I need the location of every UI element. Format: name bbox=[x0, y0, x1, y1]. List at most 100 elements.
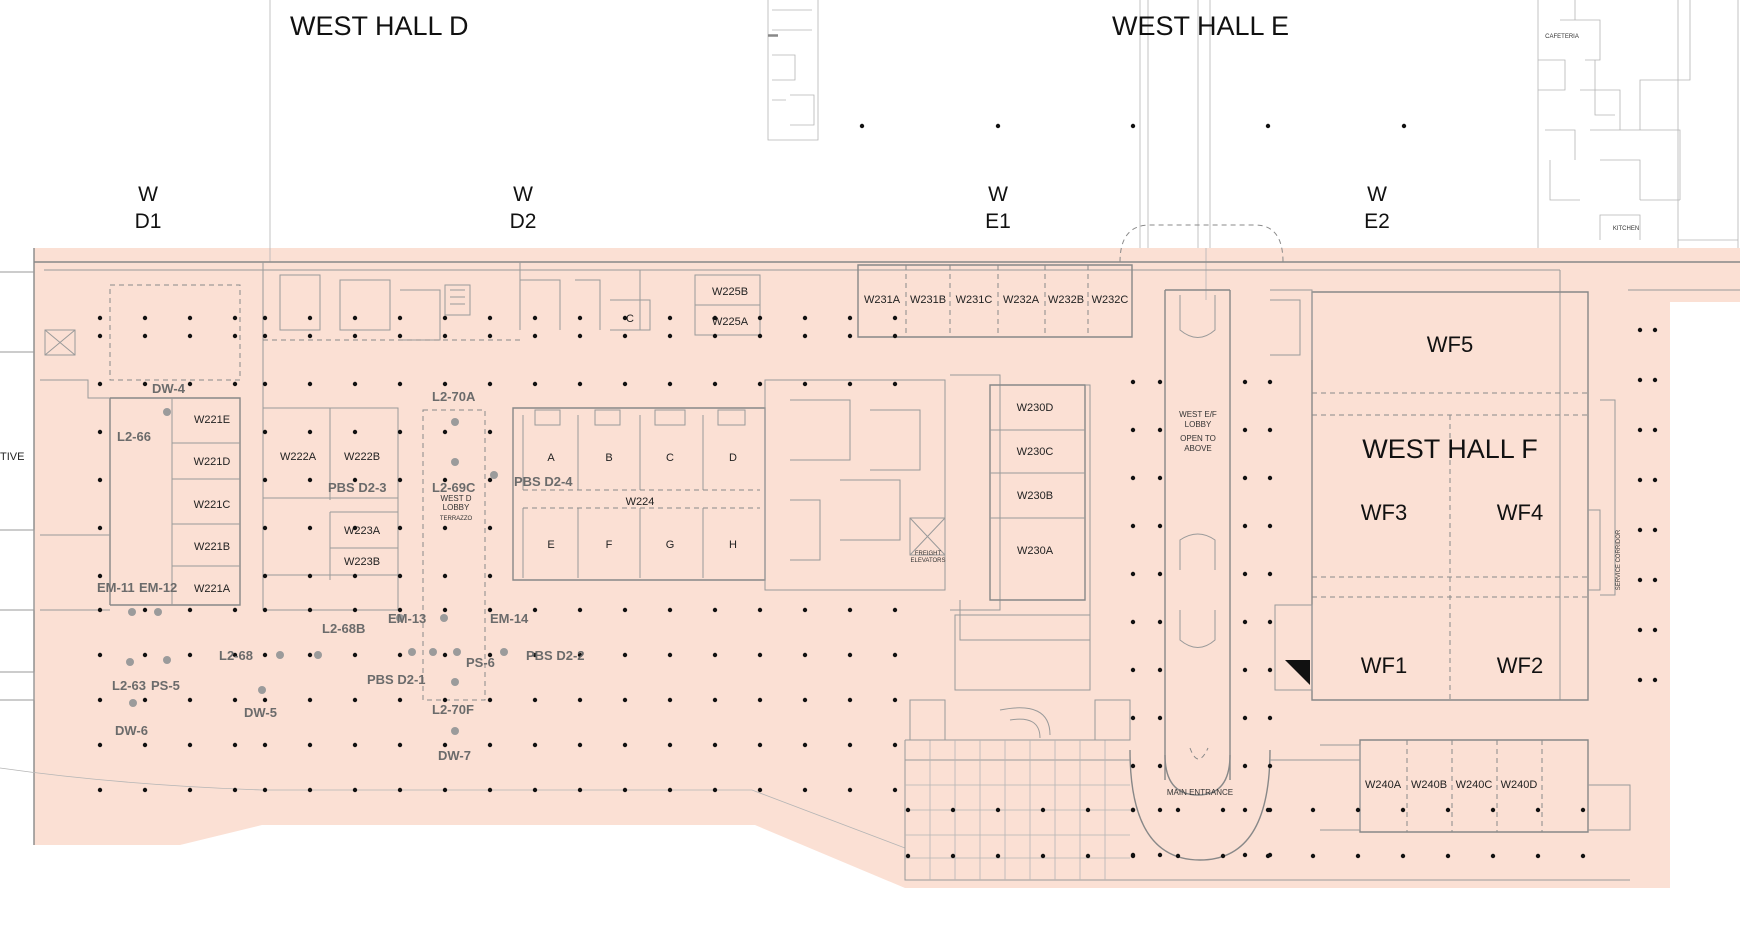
room-w224-a[interactable]: A bbox=[547, 452, 555, 464]
room-w224-h[interactable]: H bbox=[729, 539, 737, 551]
marker-l2-68[interactable]: L2-68 bbox=[219, 648, 253, 663]
marker-l2-68b[interactable]: L2-68B bbox=[322, 621, 365, 636]
column-dot bbox=[1157, 763, 1163, 769]
column-dot bbox=[802, 652, 808, 658]
center-core bbox=[764, 374, 1001, 611]
marker-em11[interactable]: EM-11 bbox=[97, 580, 135, 595]
column-dot bbox=[352, 607, 358, 613]
upper-buildings bbox=[269, 0, 1739, 300]
room-w232a[interactable]: W232A bbox=[1003, 294, 1040, 306]
column-dot bbox=[442, 429, 448, 435]
room-w223b[interactable]: W223B bbox=[344, 556, 380, 568]
marker-pbs-d24[interactable]: PBS D2-4 bbox=[514, 474, 573, 489]
column-we2-bottom: E2 bbox=[1364, 210, 1390, 233]
marker-dw5[interactable]: DW-5 bbox=[244, 705, 277, 720]
outer-walls bbox=[0, 224, 1740, 849]
marker-em14[interactable]: EM-14 bbox=[490, 611, 529, 626]
room-wf3[interactable]: WF3 bbox=[1361, 500, 1407, 525]
room-wf4[interactable]: WF4 bbox=[1497, 500, 1543, 525]
marker-em13[interactable]: EM-13 bbox=[388, 611, 426, 626]
column-dot bbox=[712, 697, 718, 703]
marker-ps6[interactable]: PS-6 bbox=[466, 655, 495, 670]
room-wf1[interactable]: WF1 bbox=[1361, 653, 1407, 678]
w231-w232-rooms bbox=[857, 264, 1133, 338]
column-dot bbox=[352, 429, 358, 435]
column-dot bbox=[667, 787, 673, 793]
room-w224-f[interactable]: F bbox=[606, 539, 613, 551]
column-dot bbox=[142, 381, 148, 387]
room-w231c[interactable]: W231C bbox=[956, 294, 993, 306]
room-w222a[interactable]: W222A bbox=[280, 451, 317, 463]
marker-dw7[interactable]: DW-7 bbox=[438, 748, 471, 763]
room-w230d[interactable]: W230D bbox=[1017, 402, 1054, 414]
column-dot bbox=[995, 807, 1001, 813]
column-dot bbox=[1490, 807, 1496, 813]
room-w224-d[interactable]: D bbox=[729, 452, 737, 464]
column-dot bbox=[142, 652, 148, 658]
room-w221e[interactable]: W221E bbox=[194, 414, 230, 426]
column-dot bbox=[712, 787, 718, 793]
marker-l2-66[interactable]: L2-66 bbox=[117, 429, 151, 444]
marker-dot bbox=[314, 651, 322, 659]
column-dot bbox=[802, 787, 808, 793]
room-w222b[interactable]: W222B bbox=[344, 451, 380, 463]
room-w225b[interactable]: W225B bbox=[712, 286, 748, 298]
room-w224-c[interactable]: C bbox=[666, 452, 674, 464]
column-dot bbox=[487, 607, 493, 613]
column-dot bbox=[1130, 619, 1136, 625]
room-c[interactable]: C bbox=[626, 313, 634, 325]
room-w232b[interactable]: W232B bbox=[1048, 294, 1084, 306]
marker-ps5[interactable]: PS-5 bbox=[151, 678, 180, 693]
room-w224[interactable]: W224 bbox=[626, 496, 655, 508]
column-dot bbox=[757, 787, 763, 793]
column-dot bbox=[802, 333, 808, 339]
column-dot bbox=[757, 742, 763, 748]
room-w221a[interactable]: W221A bbox=[194, 583, 231, 595]
freight-label: FREIGHT bbox=[915, 551, 942, 557]
column-dot bbox=[1242, 667, 1248, 673]
room-w231a[interactable]: W231A bbox=[864, 294, 901, 306]
room-w232c[interactable]: W232C bbox=[1092, 294, 1129, 306]
marker-l2-70a[interactable]: L2-70A bbox=[432, 389, 476, 404]
column-dot bbox=[187, 787, 193, 793]
room-w223a[interactable]: W223A bbox=[344, 525, 381, 537]
marker-pbs-d21[interactable]: PBS D2-1 bbox=[367, 672, 426, 687]
room-w240b[interactable]: W240B bbox=[1411, 779, 1447, 791]
marker-l2-70f[interactable]: L2-70F bbox=[432, 702, 474, 717]
column-dot bbox=[1157, 807, 1163, 813]
marker-dot bbox=[500, 648, 508, 656]
room-w240d[interactable]: W240D bbox=[1501, 779, 1538, 791]
column-dot bbox=[1242, 427, 1248, 433]
column-dot bbox=[1157, 852, 1163, 858]
column-dot bbox=[892, 607, 898, 613]
room-w221d[interactable]: W221D bbox=[194, 456, 231, 468]
marker-dot bbox=[154, 608, 162, 616]
room-w230b[interactable]: W230B bbox=[1017, 490, 1053, 502]
room-w224-g[interactable]: G bbox=[666, 539, 675, 551]
room-w230c[interactable]: W230C bbox=[1017, 446, 1054, 458]
marker-em12[interactable]: EM-12 bbox=[139, 580, 177, 595]
room-wf5[interactable]: WF5 bbox=[1427, 332, 1473, 357]
column-dot bbox=[802, 315, 808, 321]
room-w221c[interactable]: W221C bbox=[194, 499, 231, 511]
column-dot bbox=[442, 525, 448, 531]
room-w240c[interactable]: W240C bbox=[1456, 779, 1493, 791]
room-w230a[interactable]: W230A bbox=[1017, 545, 1054, 557]
marker-l2-69c[interactable]: L2-69C bbox=[432, 480, 476, 495]
marker-pbs-d23[interactable]: PBS D2-3 bbox=[328, 480, 387, 495]
room-w240a[interactable]: W240A bbox=[1365, 779, 1402, 791]
column-dot bbox=[442, 573, 448, 579]
room-w224-e[interactable]: E bbox=[547, 539, 554, 551]
column-dot bbox=[1085, 807, 1091, 813]
room-w225a[interactable]: W225A bbox=[712, 316, 749, 328]
marker-l2-63[interactable]: L2-63 bbox=[112, 678, 146, 693]
column-dot bbox=[1267, 379, 1273, 385]
marker-dw6[interactable]: DW-6 bbox=[115, 723, 148, 738]
room-wf2[interactable]: WF2 bbox=[1497, 653, 1543, 678]
column-dot bbox=[397, 742, 403, 748]
marker-dw4[interactable]: DW-4 bbox=[152, 381, 186, 396]
room-w231b[interactable]: W231B bbox=[910, 294, 946, 306]
room-w221b[interactable]: W221B bbox=[194, 541, 230, 553]
room-w224-b[interactable]: B bbox=[605, 452, 612, 464]
marker-pbs-d22[interactable]: PBS D2-2 bbox=[526, 648, 585, 663]
